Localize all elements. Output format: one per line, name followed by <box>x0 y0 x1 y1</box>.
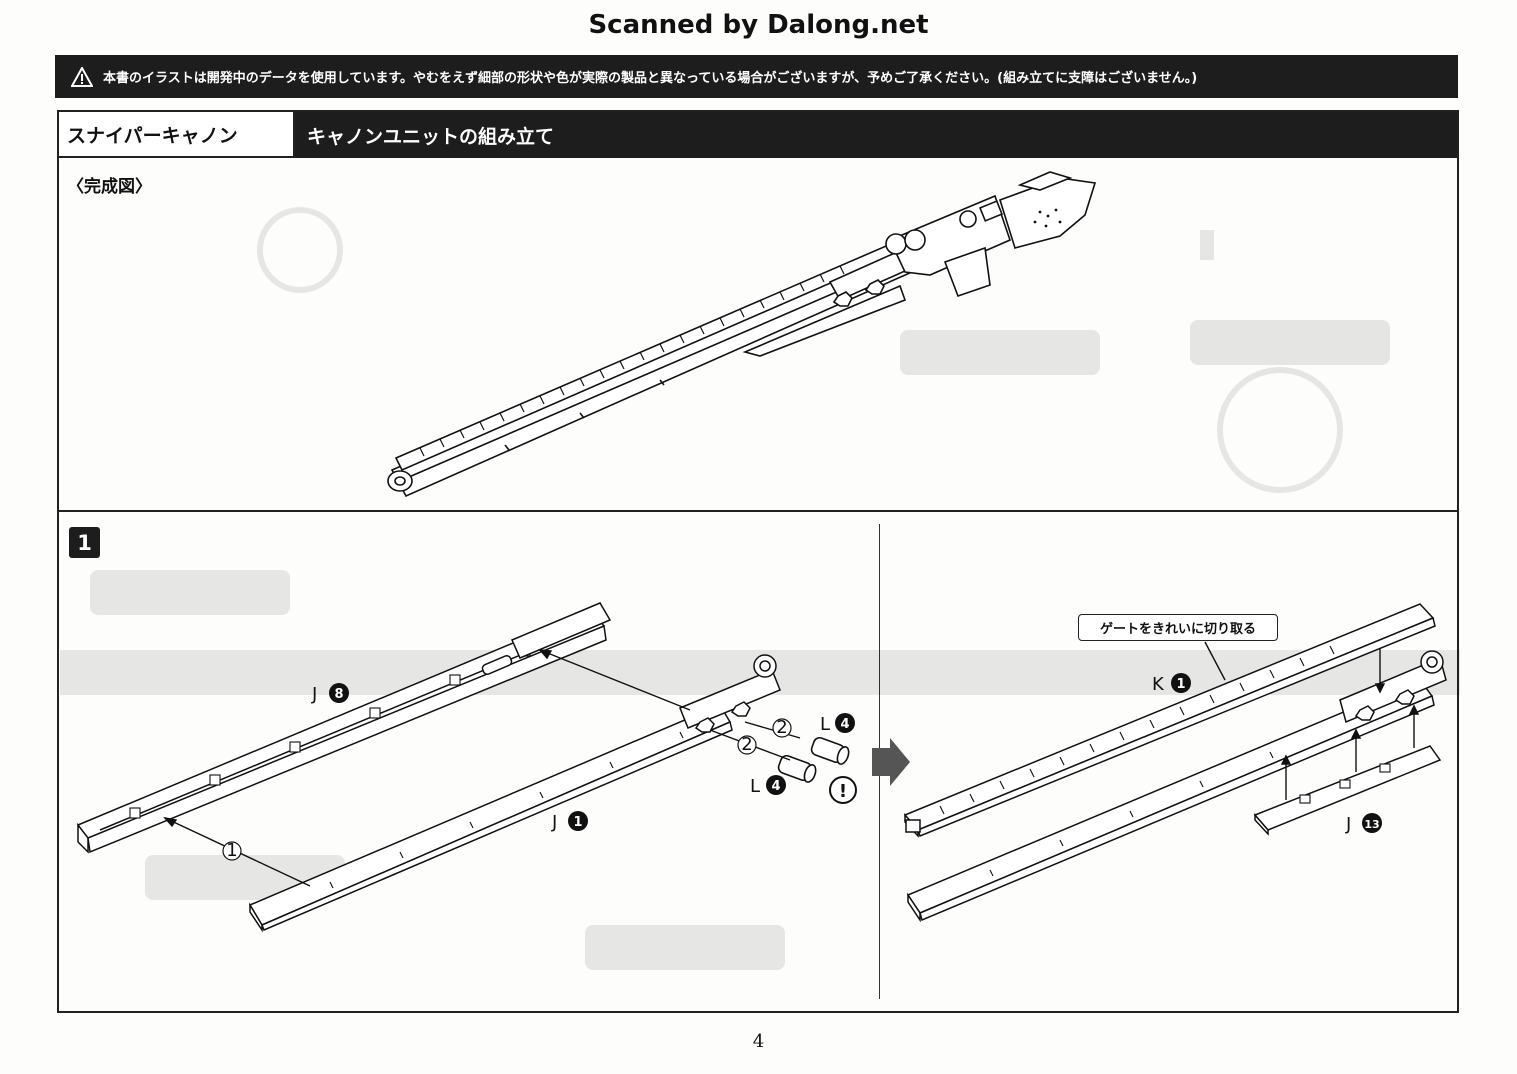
caution-icon: ! <box>829 776 857 804</box>
warning-icon <box>71 66 93 87</box>
part-j8-illustration <box>76 602 612 854</box>
svg-text:1: 1 <box>1176 677 1185 692</box>
arrow-1-marker: 1 <box>222 840 242 861</box>
step-markers-left: 1 2 2 ! <box>222 717 857 861</box>
watermark: Scanned by Dalong.net <box>588 10 929 40</box>
gate-removal-callout: ゲートをきれいに切り取る <box>1078 614 1278 641</box>
part-l4-illustration <box>777 736 850 783</box>
arrow-2a-marker: 2 <box>772 717 792 738</box>
j8-label: J <box>311 684 317 705</box>
l4-label-a: L <box>820 714 830 735</box>
svg-text:2: 2 <box>741 734 752 755</box>
arrow-2b-marker: 2 <box>737 734 757 755</box>
svg-text:1: 1 <box>573 815 582 830</box>
k1-label: K <box>1152 674 1165 695</box>
svg-text:4: 4 <box>771 779 780 794</box>
svg-text:4: 4 <box>840 717 849 732</box>
notice-bar: 本書のイラストは開発中のデータを使用しています。やむをえず細部の形状や色が実際の… <box>55 55 1458 98</box>
notice-text: 本書のイラストは開発中のデータを使用しています。やむをえず細部の形状や色が実際の… <box>103 71 1198 86</box>
j13-label: J <box>1345 814 1351 835</box>
part-labels-right: K 1 J 13 <box>1152 673 1382 835</box>
section-title: キャノンユニットの組み立て <box>295 112 1457 158</box>
step-number-badge: 1 <box>69 527 100 558</box>
page-number: 4 <box>752 1031 765 1052</box>
section-header: スナイパーキャノン キャノンユニットの組み立て <box>59 112 1457 158</box>
part-j13-illustration <box>1253 745 1442 836</box>
svg-text:8: 8 <box>334 687 343 702</box>
part-labels-left: J 8 J 1 L 4 L 4 <box>311 683 855 833</box>
l4-label-b: L <box>750 776 760 797</box>
part-k1-illustration <box>903 603 1436 838</box>
next-arrow-icon <box>872 738 910 786</box>
assembly-arrows-right <box>1204 641 1420 800</box>
part-j1-illustration <box>248 654 781 933</box>
svg-text:1: 1 <box>226 840 237 861</box>
section-name: スナイパーキャノン <box>59 112 295 158</box>
assembled-barrel-illustration <box>906 650 1447 923</box>
svg-text:13: 13 <box>1364 818 1379 831</box>
j1-label: J <box>551 812 557 833</box>
svg-text:2: 2 <box>776 717 787 738</box>
completed-view-panel: スナイパーキャノン キャノンユニットの組み立て 〈完成図〉 <box>57 110 1459 512</box>
completed-cannon-illustration <box>387 171 1097 498</box>
svg-text:!: ! <box>839 781 847 802</box>
completed-view-label: 〈完成図〉 <box>67 177 152 197</box>
